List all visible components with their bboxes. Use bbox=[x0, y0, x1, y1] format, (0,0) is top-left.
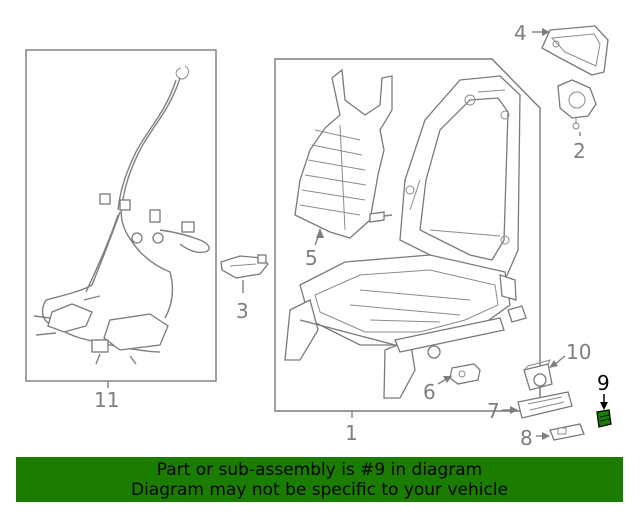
callout-10[interactable]: 10 bbox=[566, 340, 591, 364]
callout-10-leader bbox=[554, 355, 566, 365]
part-6-drawing bbox=[449, 363, 481, 385]
banner-line-2: Diagram may not be specific to your vehi… bbox=[130, 480, 508, 500]
callout-1[interactable]: 1 bbox=[345, 421, 358, 445]
part-3-drawing bbox=[220, 254, 269, 279]
part-9-highlighted-drawing[interactable] bbox=[596, 409, 612, 428]
harness-frame bbox=[25, 49, 217, 382]
callout-4[interactable]: 4 bbox=[514, 21, 527, 45]
seat-frame-drawing bbox=[284, 75, 527, 399]
wire-harness-drawing bbox=[33, 65, 210, 365]
callout-6[interactable]: 6 bbox=[423, 380, 436, 404]
lumbar-support-drawing bbox=[294, 68, 393, 239]
callout-9[interactable]: 9 bbox=[597, 371, 610, 395]
callout-10-arrow bbox=[549, 360, 558, 368]
callout-3[interactable]: 3 bbox=[236, 299, 249, 323]
part-4-drawing bbox=[541, 25, 609, 76]
part-8-drawing bbox=[549, 423, 585, 441]
callout-9-arrow bbox=[600, 402, 608, 410]
part-10-drawing bbox=[523, 359, 553, 391]
callout-11[interactable]: 11 bbox=[94, 388, 119, 412]
part-7-drawing bbox=[517, 391, 573, 419]
callout-4-arrow bbox=[542, 28, 550, 36]
callout-7[interactable]: 7 bbox=[487, 399, 500, 423]
callout-8[interactable]: 8 bbox=[520, 426, 533, 450]
callout-7-arrow bbox=[510, 406, 518, 414]
part-2-drawing bbox=[557, 79, 597, 130]
seat-frame-box bbox=[274, 58, 541, 412]
callout-6-arrow bbox=[443, 376, 452, 383]
callout-2[interactable]: 2 bbox=[573, 139, 586, 163]
info-banner: Part or sub-assembly is #9 in diagram Di… bbox=[16, 457, 623, 502]
callout-5-arrow bbox=[316, 228, 324, 238]
callout-8-arrow bbox=[542, 432, 550, 440]
banner-line-1: Part or sub-assembly is #9 in diagram bbox=[156, 460, 483, 480]
callout-5[interactable]: 5 bbox=[305, 246, 318, 270]
